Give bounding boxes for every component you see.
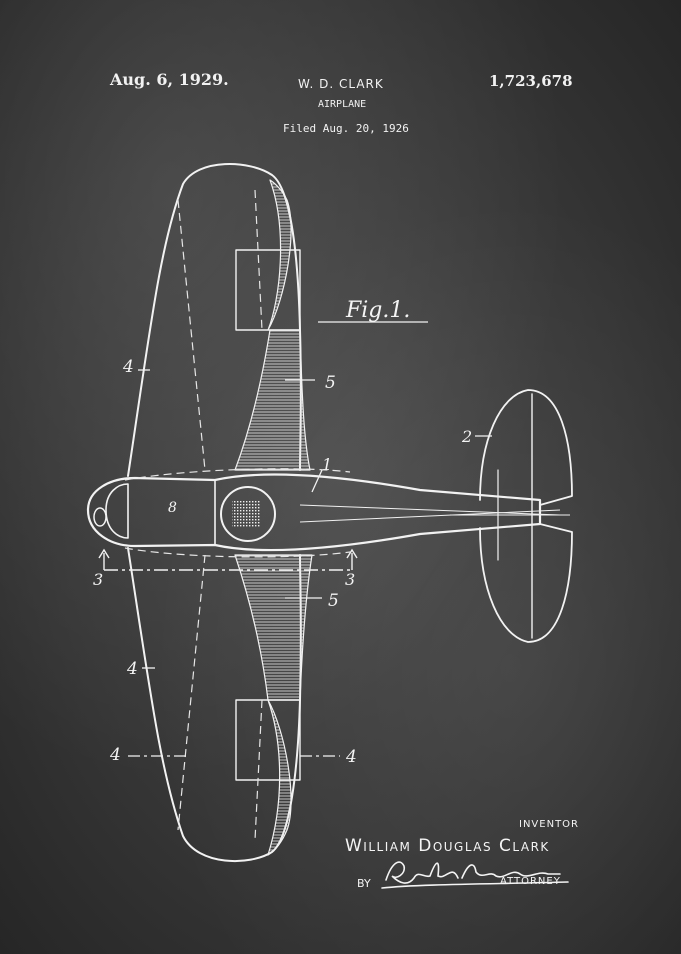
by-label: BY	[357, 877, 371, 890]
callout-4-left: 4	[109, 745, 121, 765]
section-arrow-left	[98, 548, 110, 570]
fillet-line-lower	[124, 547, 351, 558]
upper-spar-line	[177, 199, 206, 471]
callout-8: 8	[168, 500, 177, 516]
upper-rear-spar	[254, 189, 263, 331]
callout-3-right: 3	[345, 570, 355, 589]
patent-title: AIRPLANE	[318, 99, 367, 110]
lower-wing-root-shading	[234, 554, 313, 701]
filed-date: Filed Aug. 20, 1926	[283, 122, 409, 135]
callout-2: 2	[461, 427, 472, 446]
leader-1	[311, 469, 323, 493]
upper-wing-root-shading	[234, 329, 311, 471]
callout-5-bottom: 5	[328, 591, 339, 611]
inventor-header: W. D. CLARK	[298, 77, 384, 91]
cockpit-instruments	[232, 500, 260, 528]
fillet-line	[124, 468, 351, 481]
attorney-label: ATTORNEY	[500, 876, 561, 887]
lower-wing-flap	[267, 699, 292, 856]
patent-number: 1,723,678	[489, 72, 573, 90]
engine-cowl	[105, 483, 129, 539]
cable-2	[299, 509, 561, 523]
spinner	[93, 507, 107, 527]
inventor-label: INVENTOR	[519, 819, 579, 830]
figure-label: Fig.1.	[345, 298, 410, 323]
section-arrow-right	[346, 548, 358, 570]
attorney-signature	[381, 861, 569, 889]
upper-aileron	[235, 249, 301, 331]
lower-aileron	[235, 699, 301, 781]
upper-wing-flap	[267, 179, 292, 331]
callout-1: 1	[322, 455, 332, 474]
callout-5-top: 5	[325, 373, 336, 393]
fuselage-outline	[86, 473, 542, 552]
lower-spar-line	[177, 554, 206, 831]
callout-3-left: 3	[93, 570, 103, 589]
inventor-full-name: William Douglas Clark	[345, 836, 550, 856]
cable-1	[299, 504, 561, 516]
cockpit-opening	[220, 486, 276, 542]
callout-4-right: 4	[345, 747, 357, 767]
patent-date: Aug. 6, 1929.	[110, 70, 229, 89]
lower-rear-spar	[254, 699, 263, 841]
callout-4-mid: 4	[126, 659, 138, 679]
horizontal-stabilizer	[479, 389, 573, 643]
callout-4-top: 4	[122, 357, 134, 377]
